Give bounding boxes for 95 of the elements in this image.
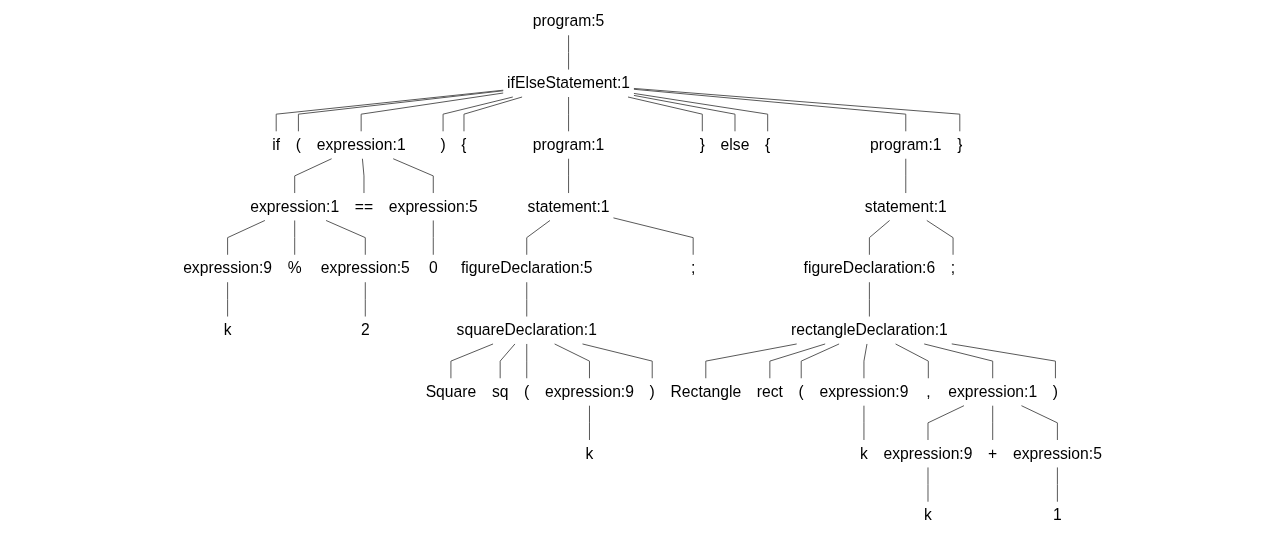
node-text: expression:5 <box>388 197 478 215</box>
node-text: + <box>988 444 998 462</box>
connector <box>633 88 907 132</box>
node-text: expression:9 <box>183 259 273 277</box>
connector <box>442 96 514 132</box>
node-text: else <box>720 136 750 153</box>
node-text: } <box>699 136 705 153</box>
connector <box>360 92 504 132</box>
node-text: k <box>223 321 232 339</box>
node-text: statement:1 <box>527 197 610 215</box>
node-text: expression:1 <box>316 136 406 153</box>
connector <box>361 158 365 194</box>
node-text: program:1 <box>870 136 942 153</box>
connector <box>227 281 229 317</box>
node-text: expression:5 <box>320 259 410 277</box>
node-text: expression:1 <box>948 383 1038 400</box>
connector <box>589 405 590 441</box>
node-text: ) <box>440 136 446 153</box>
node-text: program:1 <box>532 136 605 153</box>
node-text: squareDeclaration:1 <box>456 321 597 339</box>
connector <box>633 92 769 132</box>
node-text: k <box>585 444 594 462</box>
connector <box>705 343 798 379</box>
connector <box>526 281 528 317</box>
node-text: { <box>765 136 771 153</box>
node-text: sq <box>491 383 509 400</box>
node-text: expression:1 <box>250 197 340 215</box>
node-text: rectangleDeclaration:1 <box>790 321 948 339</box>
node-text: Square <box>425 383 477 400</box>
node-text: expression:9 <box>545 383 634 400</box>
node-text: ; <box>950 259 956 277</box>
connector <box>633 87 961 132</box>
node-text: ) <box>1052 383 1059 400</box>
connector <box>1056 466 1058 503</box>
node-text: % <box>287 259 302 277</box>
connector <box>992 405 994 441</box>
connector <box>568 96 570 132</box>
connector <box>526 220 551 256</box>
connector <box>800 343 840 379</box>
connector <box>633 94 736 132</box>
node-text: expression:9 <box>819 383 909 400</box>
connector <box>863 405 865 441</box>
connector <box>612 217 694 256</box>
node-text: expression:9 <box>883 444 973 462</box>
node-text: } <box>957 136 963 153</box>
node-text: ; <box>690 259 696 277</box>
connector <box>926 220 954 256</box>
node-text: statement:1 <box>864 197 947 215</box>
node-text: figureDeclaration:6 <box>803 259 936 277</box>
connector <box>499 343 516 379</box>
connector <box>905 158 907 194</box>
node-text: 2 <box>360 321 370 339</box>
node-text: if <box>272 136 281 153</box>
node-text: k <box>924 506 932 524</box>
connector <box>863 343 868 379</box>
connector <box>325 220 366 256</box>
node-text: figureDeclaration:5 <box>460 259 593 277</box>
connector <box>582 343 653 379</box>
connector <box>895 343 929 379</box>
connector <box>526 343 528 379</box>
connector <box>227 220 266 256</box>
connector <box>868 281 870 317</box>
node-text: 0 <box>428 259 438 277</box>
connector <box>450 343 494 379</box>
connector <box>294 220 296 256</box>
connector <box>868 220 891 256</box>
connector <box>927 405 965 441</box>
node-text: 1 <box>1053 506 1062 524</box>
connector <box>951 343 1056 379</box>
connector <box>923 343 994 379</box>
node-text: Rectangle <box>670 383 742 400</box>
connector <box>463 96 523 132</box>
node-text: ifElseStatement:1 <box>507 74 631 92</box>
node-text: rect <box>756 383 783 400</box>
node-text: expression:5 <box>1012 444 1102 462</box>
node-text: == <box>354 197 374 215</box>
node-text: ( <box>295 136 302 153</box>
node-text: program:5 <box>532 12 605 30</box>
connector <box>294 158 333 194</box>
node-text: { <box>461 136 467 153</box>
connector <box>568 158 570 194</box>
connector <box>627 96 703 132</box>
connector <box>927 466 929 503</box>
connector <box>364 281 366 317</box>
node-text: k <box>860 444 868 462</box>
connector <box>392 158 434 194</box>
connector <box>1020 405 1058 441</box>
connector <box>568 34 570 71</box>
node-text: ( <box>798 383 804 400</box>
node-text: , <box>926 383 931 400</box>
node-text: ) <box>649 383 655 400</box>
node-text: ( <box>524 383 530 400</box>
connector <box>554 343 590 379</box>
connector <box>432 220 434 256</box>
connector <box>769 343 826 379</box>
